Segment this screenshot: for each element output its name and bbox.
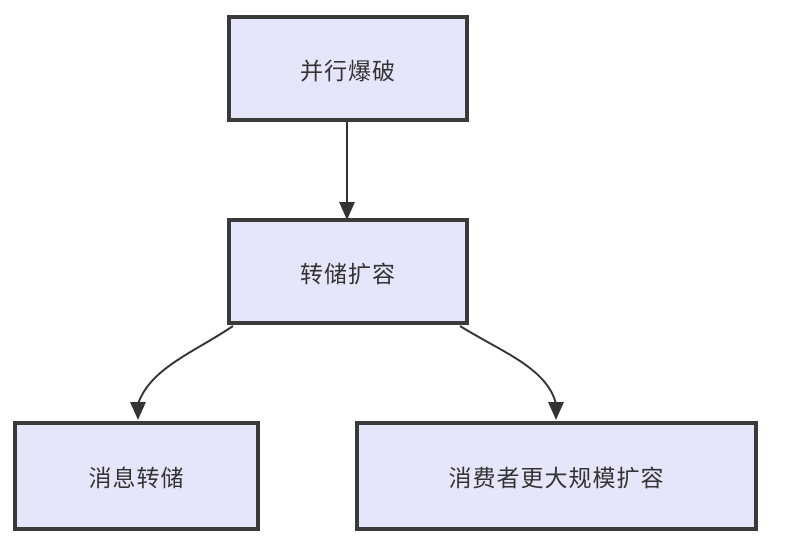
node-message-dump: 消息转储 [13,421,260,531]
arrow-parallel-burst-to-dump-expansion [339,122,355,220]
node-dump-expansion-label: 转储扩容 [300,260,396,287]
node-consumer-larger-scale-expansion: 消费者更大规模扩容 [355,421,758,531]
node-parallel-burst-label: 并行爆破 [300,57,396,84]
node-message-dump-label: 消息转储 [88,465,185,491]
arrow-dump-expansion-to-message-dump [130,325,234,420]
node-consumer-larger-scale-expansion-label: 消费者更大规模扩容 [448,465,665,491]
node-parallel-burst: 并行爆破 [227,15,469,122]
arrow-dump-expansion-to-consumer-expansion [459,325,564,420]
node-dump-expansion: 转储扩容 [227,218,469,325]
